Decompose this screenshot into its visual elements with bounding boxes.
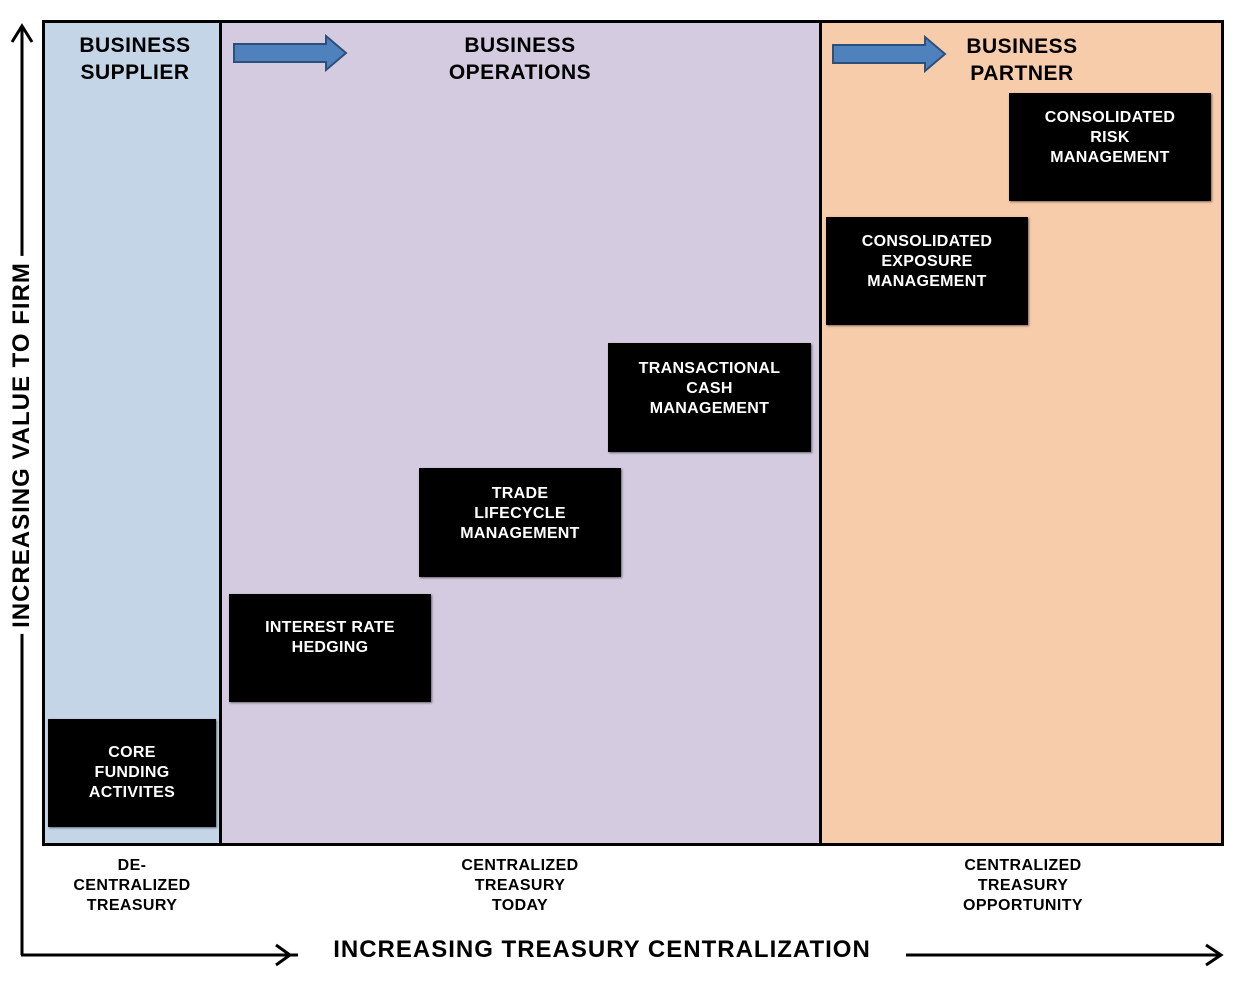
x-axis-arrowhead-icon	[275, 943, 293, 967]
y-axis-arrowhead-icon	[10, 23, 34, 43]
business-operations-title: BUSINESS OPERATIONS	[400, 32, 640, 86]
x-axis-arrowhead-icon	[1205, 943, 1224, 967]
interest-rate-hedging-box: INTEREST RATE HEDGING	[229, 594, 431, 702]
box-line: CORE	[108, 744, 156, 761]
label-line: CENTRALIZED	[461, 857, 579, 874]
label-line: TODAY	[491, 897, 549, 914]
trade-lifecycle-box: TRADE LIFECYCLE MANAGEMENT	[419, 468, 621, 577]
title-line: BUSINESS	[79, 34, 191, 57]
box-line: ACTIVITES	[88, 784, 176, 801]
label-line: OPPORTUNITY	[963, 897, 1083, 914]
box-line: MANAGEMENT	[867, 273, 987, 290]
centralized-treasury-opportunity-label: CENTRALIZED TREASURY OPPORTUNITY	[928, 856, 1118, 916]
box-line: MANAGEMENT	[649, 399, 770, 417]
label-line: TREASURY	[977, 877, 1069, 894]
box-line: HEDGING	[291, 639, 369, 656]
decentralized-treasury-label: DE- CENTRALIZED TREASURY	[52, 856, 212, 916]
centralized-treasury-today-label: CENTRALIZED TREASURY TODAY	[430, 856, 610, 916]
x-axis-label: INCREASING TREASURY CENTRALIZATION	[298, 936, 906, 964]
consolidated-risk-box: CONSOLIDATED RISK MANAGEMENT	[1009, 93, 1211, 201]
label-line: DE-	[117, 857, 147, 874]
box-line: MANAGEMENT	[1050, 149, 1170, 166]
title-line: BUSINESS	[464, 34, 576, 57]
business-partner-title: BUSINESS PARTNER	[942, 33, 1102, 87]
stage-arrow-icon	[832, 34, 947, 74]
box-line: LIFECYCLE	[474, 504, 566, 522]
box-line: RISK	[1090, 129, 1130, 146]
box-line: CONSOLIDATED	[1044, 109, 1176, 126]
box-line: INTEREST RATE	[265, 619, 395, 636]
label-line: TREASURY	[474, 877, 566, 894]
box-line: CASH	[686, 379, 733, 397]
label-line: TREASURY	[86, 897, 178, 914]
stage-arrow-icon	[233, 33, 348, 73]
transactional-cash-box: TRANSACTIONAL CASH MANAGEMENT	[608, 343, 811, 452]
title-line: SUPPLIER	[80, 61, 190, 84]
label-line: CENTRALIZED	[73, 877, 191, 894]
box-line: EXPOSURE	[881, 253, 973, 270]
title-line: BUSINESS	[966, 35, 1078, 58]
box-line: TRANSACTIONAL	[638, 359, 781, 377]
consolidated-exposure-box: CONSOLIDATED EXPOSURE MANAGEMENT	[826, 217, 1028, 325]
core-funding-box: CORE FUNDING ACTIVITES	[48, 719, 216, 827]
box-line: TRADE	[491, 484, 549, 502]
business-supplier-title: BUSINESS SUPPLIER	[52, 32, 218, 86]
y-axis-label: INCREASING VALUE TO FIRM	[8, 256, 36, 634]
box-line: FUNDING	[94, 764, 170, 781]
title-line: PARTNER	[970, 62, 1074, 85]
business-supplier-panel	[42, 20, 222, 846]
box-line: CONSOLIDATED	[861, 233, 993, 250]
label-line: CENTRALIZED	[964, 857, 1082, 874]
box-line: MANAGEMENT	[460, 524, 580, 542]
title-line: OPERATIONS	[448, 61, 592, 84]
